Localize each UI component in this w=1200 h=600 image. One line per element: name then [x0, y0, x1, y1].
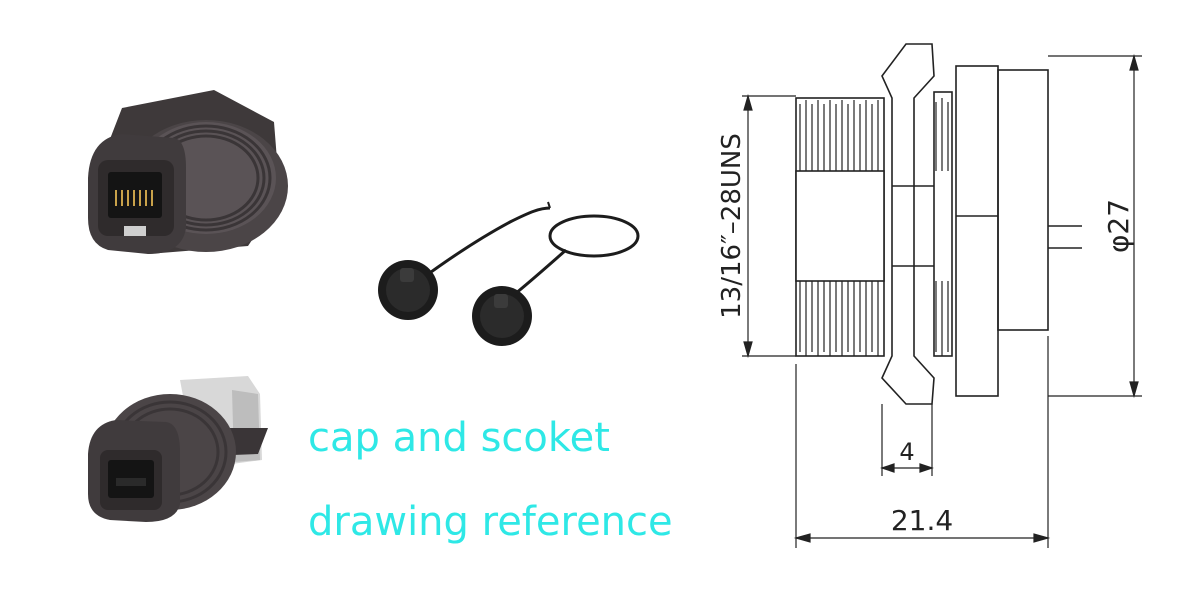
diameter-label: φ27: [1102, 199, 1135, 253]
caption-drawing-reference: drawing reference: [308, 499, 673, 545]
technical-drawing: 13/16″–28UNS φ27 4 21.4: [717, 43, 1142, 548]
thickness-label: 4: [899, 438, 914, 466]
thread-hatching: [799, 98, 949, 356]
caption-cap-and-socket: cap and scoket: [308, 415, 610, 461]
dimension-lines: [742, 53, 1142, 548]
dust-caps-photo: [378, 201, 640, 346]
length-label: 21.4: [891, 504, 953, 537]
socket-metal-shell-photo: [88, 376, 268, 522]
thread-spec-label: 13/16″–28UNS: [717, 133, 747, 319]
socket-with-nut-photo: [88, 90, 288, 254]
drawing-outline: [795, 43, 1082, 405]
